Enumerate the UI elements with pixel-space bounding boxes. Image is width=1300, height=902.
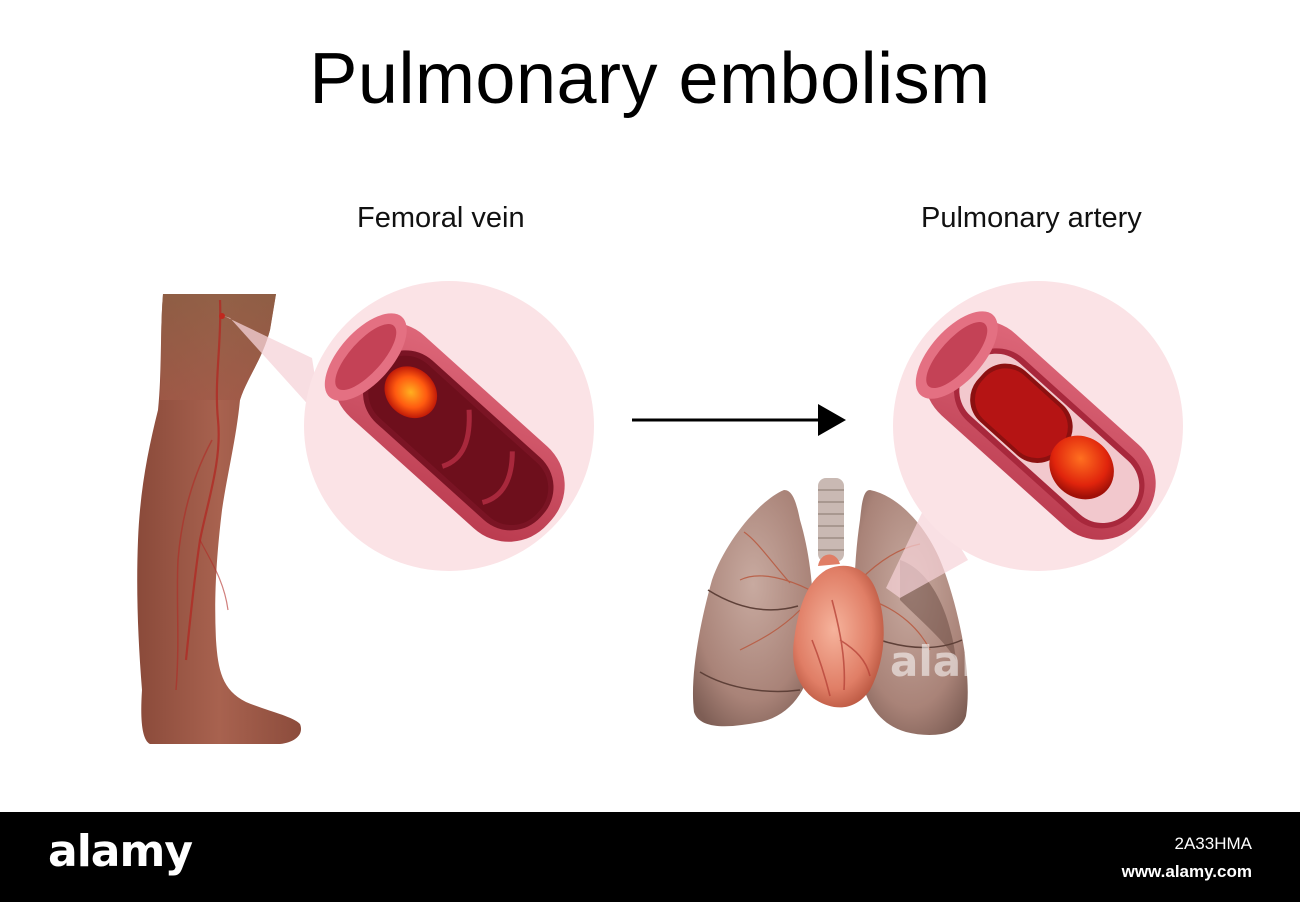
pulmonary-artery-label: Pulmonary artery bbox=[921, 202, 1142, 234]
diagram-title: Pulmonary embolism bbox=[309, 39, 991, 119]
image-id: 2A33HMA bbox=[1174, 834, 1252, 853]
watermark-text: alam bbox=[890, 637, 1005, 686]
alamy-logo: alamy bbox=[48, 826, 193, 877]
leg-illustration bbox=[137, 294, 302, 744]
lungs-heart-illustration bbox=[692, 478, 968, 735]
footer-bar: alamy 2A33HMA www.alamy.com bbox=[0, 812, 1300, 902]
femoral-vein-magnifier bbox=[304, 281, 594, 571]
magnifier-connector-left bbox=[224, 316, 322, 420]
illustration: alam bbox=[137, 281, 1183, 744]
femoral-vein-label: Femoral vein bbox=[357, 202, 525, 234]
magnifier-connector-right bbox=[886, 496, 968, 598]
progression-arrow bbox=[632, 404, 846, 436]
pulmonary-artery-magnifier bbox=[893, 281, 1183, 571]
footer-url: www.alamy.com bbox=[1121, 862, 1252, 881]
